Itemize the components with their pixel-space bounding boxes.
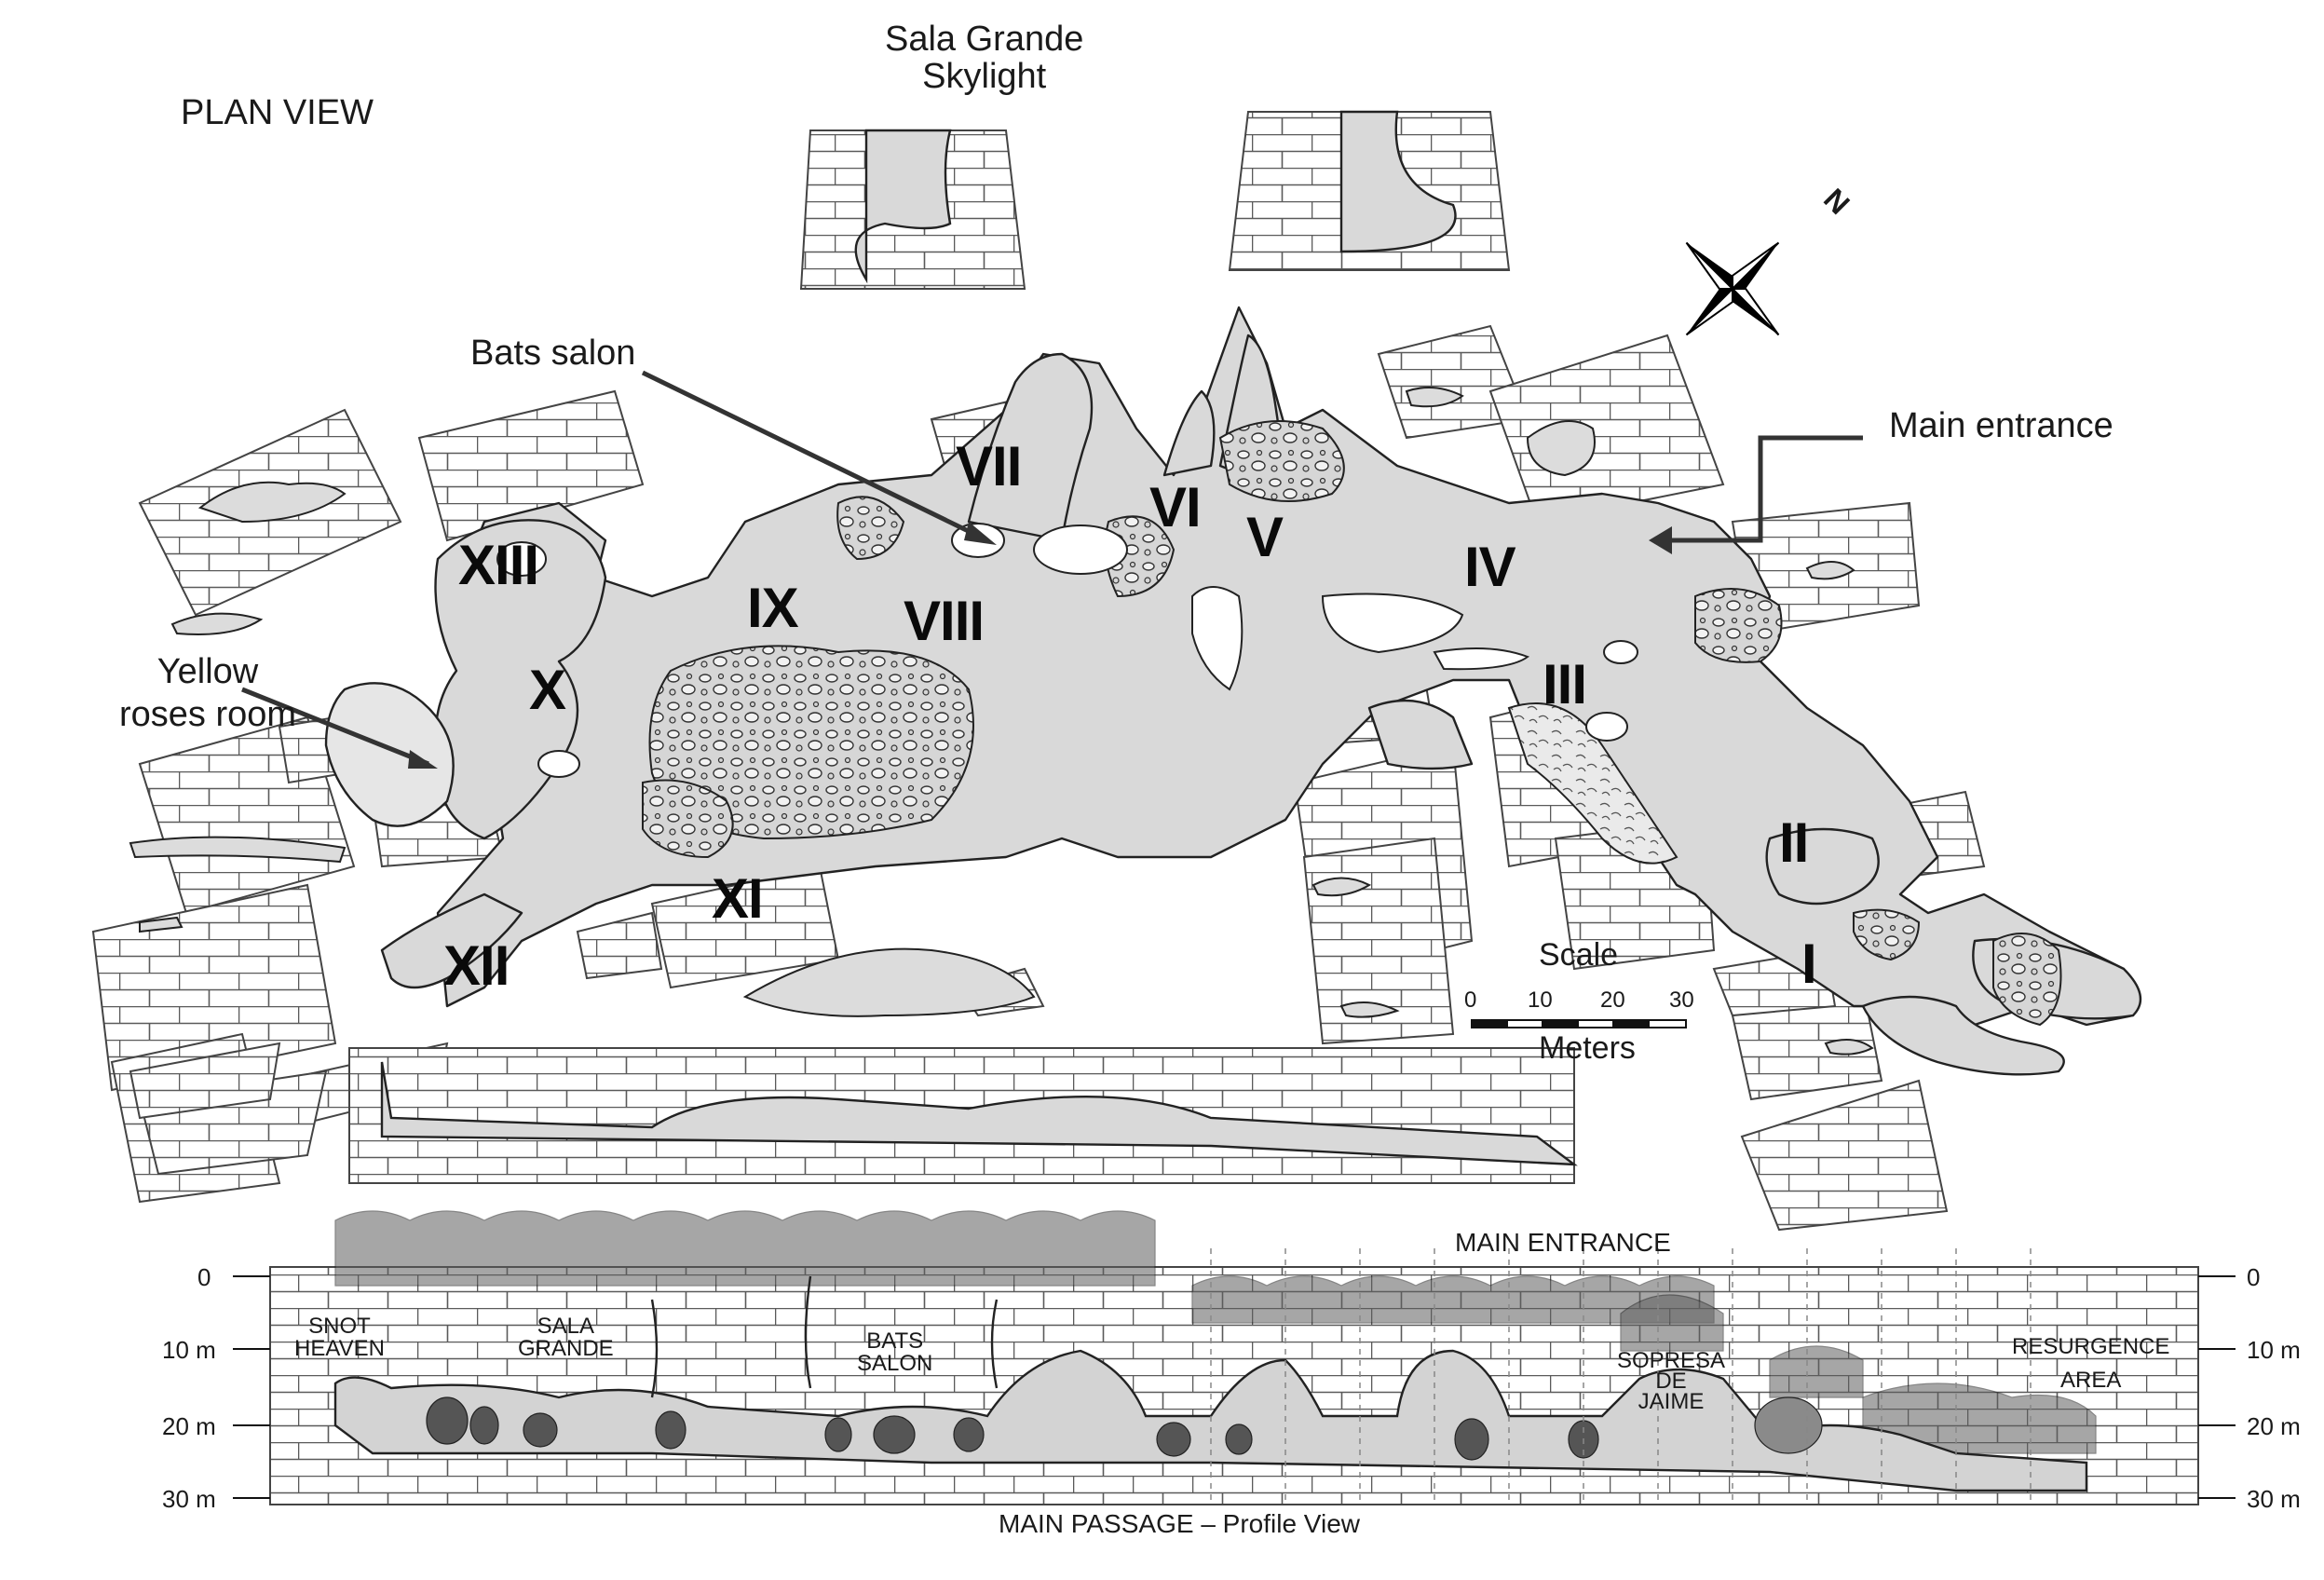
room-label-viii: VIII <box>904 590 985 652</box>
depth-right-0: 0 <box>2247 1263 2261 1291</box>
callout-leaders <box>241 370 1863 767</box>
section-snot-heaven-line-2: HEAVEN <box>294 1336 385 1361</box>
main-entrance-callout: Main entrance <box>1889 406 2113 445</box>
section-bats-salon-line-2: SALON <box>857 1351 933 1376</box>
section-sopresa-de-jaime: SOPRESA DE JAIME <box>1617 1348 1726 1414</box>
room-label-ii: II <box>1779 811 1809 874</box>
depth-right-10: 10 m <box>2247 1336 2301 1364</box>
room-label-i: I <box>1801 933 1817 995</box>
plan-view-title: PLAN VIEW <box>181 93 374 132</box>
bats-salon-callout: Bats salon <box>470 334 636 373</box>
section-sala-grande: SALA GRANDE <box>518 1315 614 1360</box>
room-label-v: V <box>1246 506 1284 568</box>
section-bats-salon-line-1: BATS <box>866 1328 924 1354</box>
scale-tick-30: 30 <box>1669 988 1694 1013</box>
room-label-iii: III <box>1543 653 1587 715</box>
plan-pillars <box>496 523 1638 778</box>
scale-bar <box>1471 1019 1687 1028</box>
depth-right-20: 20 m <box>2247 1412 2301 1440</box>
room-label-xi: XI <box>712 867 764 930</box>
room-label-xiii: XIII <box>458 534 539 596</box>
profile-section <box>233 1210 2236 1505</box>
skylight-label-line-1: Sala Grande <box>885 20 1084 59</box>
scale-tick-10: 10 <box>1528 988 1553 1013</box>
skylight-sections <box>799 110 1511 290</box>
room-label-vi: VI <box>1149 476 1202 538</box>
scale-tick-20: 20 <box>1600 988 1625 1013</box>
section-sala-grande-line-1: SALA <box>537 1314 595 1339</box>
skylight-label: Sala Grande Skylight <box>885 20 1083 95</box>
yellow-roses-callout: Yellow roses room <box>119 650 296 736</box>
section-sala-grande-line-2: GRANDE <box>518 1336 614 1361</box>
room-label-vii: VII <box>956 435 1022 497</box>
section-resurgence-line-2: AREA <box>2060 1368 2122 1393</box>
room-label-xii: XII <box>443 934 510 997</box>
boulder-fields <box>642 420 2062 1027</box>
section-resurgence-line-1: RESURGENCE <box>2012 1334 2170 1359</box>
depth-left-30: 30 m <box>162 1485 216 1513</box>
depth-right-30: 30 m <box>2247 1485 2301 1513</box>
section-snot-heaven-line-1: SNOT <box>308 1314 371 1339</box>
profile-caption: MAIN PASSAGE – Profile View <box>999 1509 1360 1538</box>
depth-left-10: 10 m <box>162 1336 216 1364</box>
yellow-roses-line-1: Yellow <box>156 652 259 691</box>
plan-long-section <box>348 1047 1578 1184</box>
room-label-iv: IV <box>1464 536 1516 598</box>
scale-tick-0: 0 <box>1464 988 1477 1013</box>
compass-rose <box>1685 241 1780 336</box>
scale-title: Scale <box>1539 937 1619 973</box>
formation-band <box>1507 702 1678 865</box>
section-sopresa-line-1: SOPRESA <box>1617 1348 1726 1373</box>
side-passages <box>129 387 1874 1056</box>
section-snot-heaven: SNOT HEAVEN <box>294 1315 385 1360</box>
profile-main-entrance: MAIN ENTRANCE <box>1455 1228 1671 1257</box>
depth-left-0: 0 <box>197 1263 211 1291</box>
skylight-label-line-2: Skylight <box>922 57 1047 96</box>
section-bats-salon: BATS SALON <box>857 1330 932 1375</box>
room-label-x: X <box>529 659 566 721</box>
plan-cave-passage <box>324 306 2142 1076</box>
yellow-roses-line-2: roses room <box>119 695 297 734</box>
scale-unit: Meters <box>1539 1030 1636 1066</box>
callout-arrowheads <box>408 522 1672 769</box>
section-resurgence-area: RESURGENCE AREA <box>2012 1330 2169 1397</box>
section-sopresa-line-3: JAIME <box>1638 1389 1705 1414</box>
depth-left-20: 20 m <box>162 1412 216 1440</box>
room-label-ix: IX <box>747 577 799 639</box>
section-sopresa-line-2: DE <box>1655 1369 1687 1394</box>
